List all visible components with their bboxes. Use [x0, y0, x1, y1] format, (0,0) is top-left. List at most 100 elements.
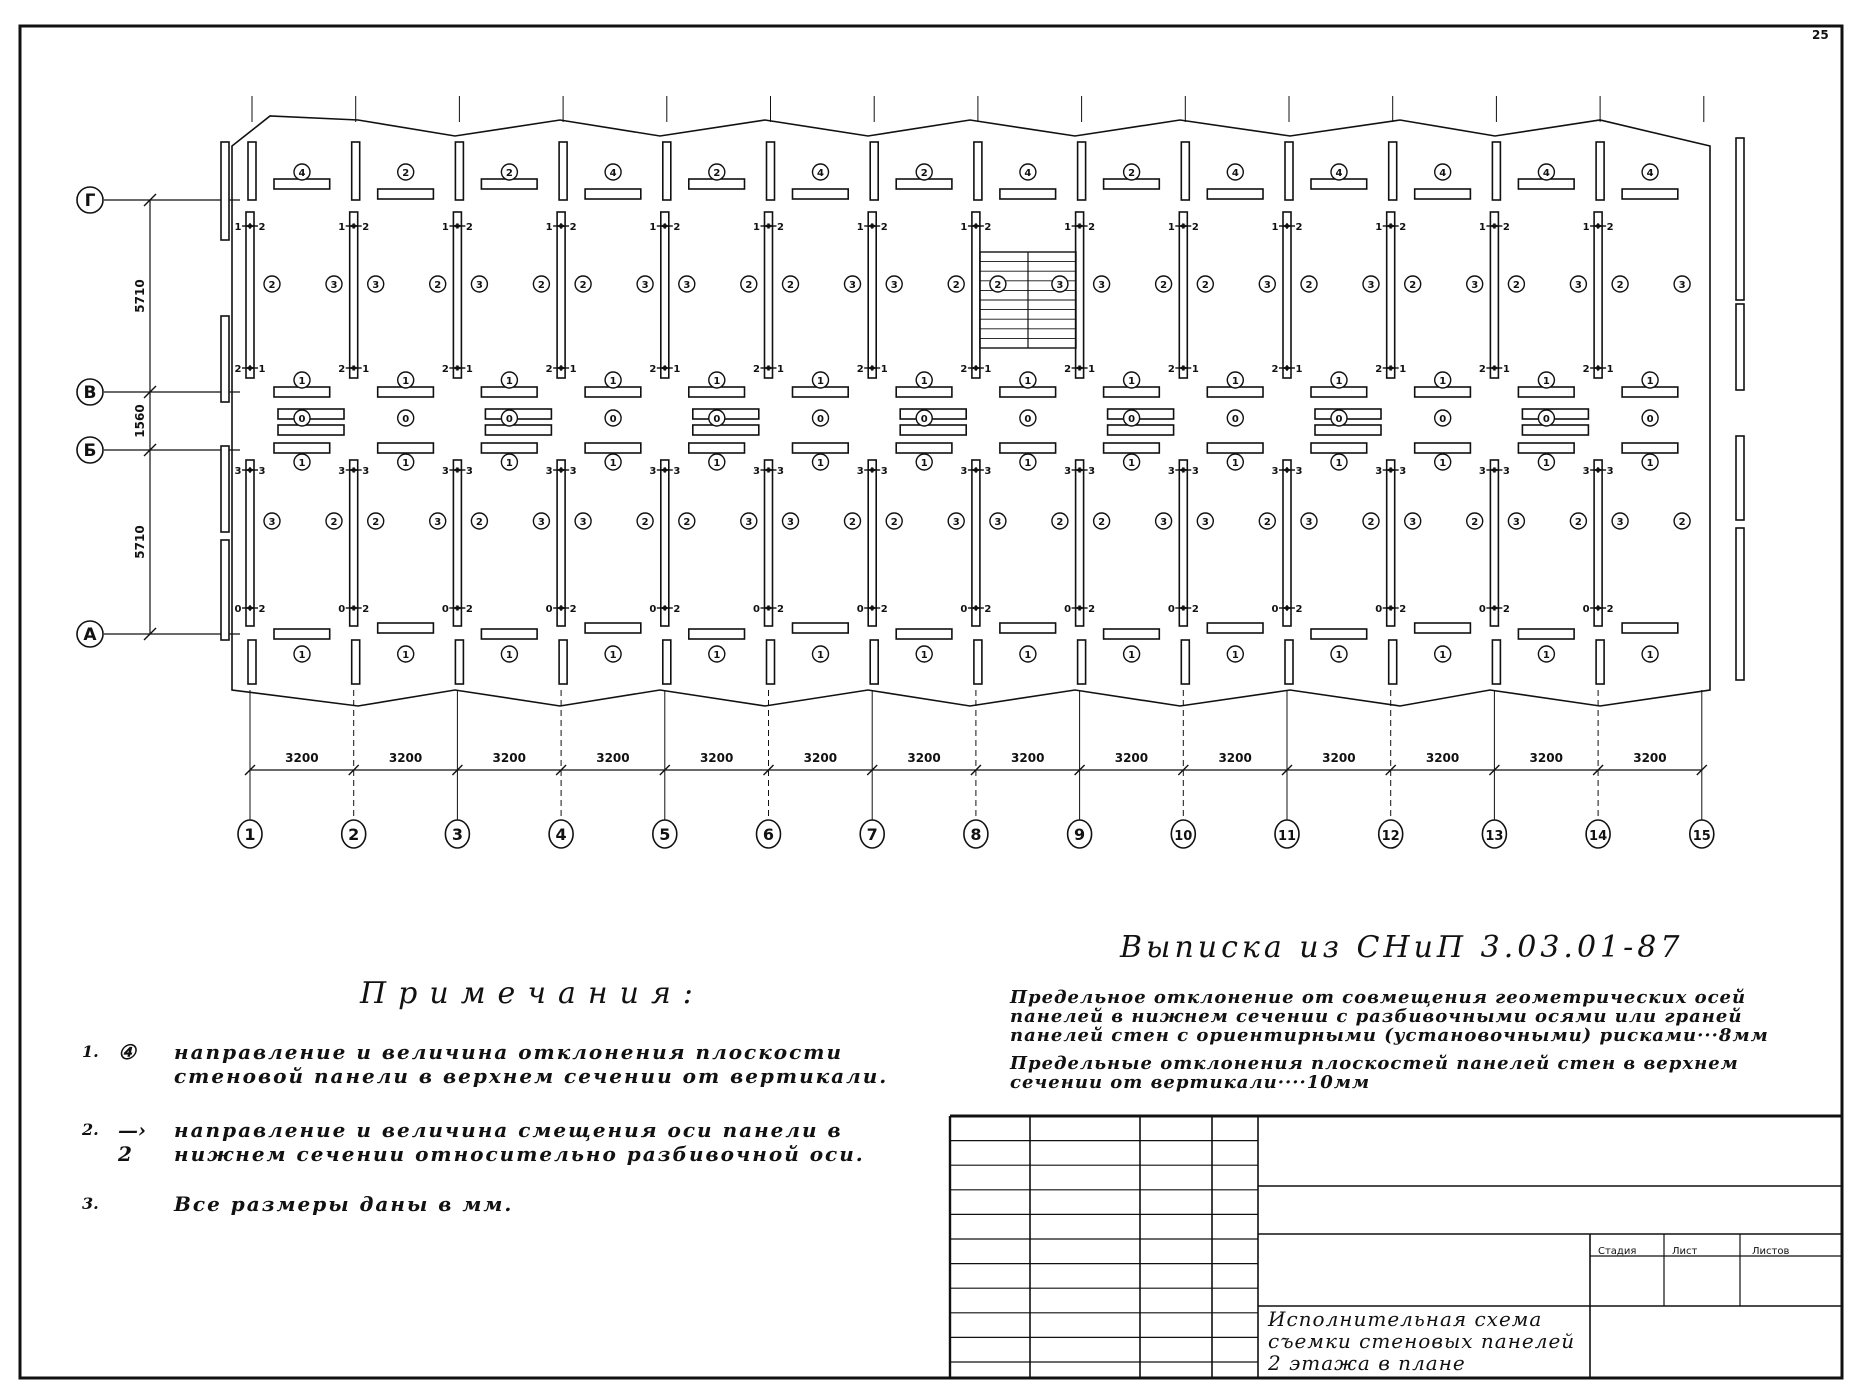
wall-panel-vertical	[1282, 459, 1292, 627]
deviation-circle-icon: 0	[1330, 409, 1348, 427]
deviation-circle-icon: 4	[1330, 163, 1348, 181]
deviation-circle-icon: 1	[1330, 645, 1348, 663]
offset-arrow-head	[1182, 223, 1188, 229]
wall-panel-vertical	[1282, 211, 1292, 379]
deviation-value: 2	[994, 280, 1001, 291]
wall-panel-vertical	[220, 141, 230, 241]
deviation-circle	[1226, 409, 1245, 427]
deviation-circle-icon: 3	[1507, 512, 1526, 530]
row-axis-label: Б	[84, 441, 97, 461]
offset-arrow-icon: 1	[656, 364, 680, 375]
deviation-circle-icon: 1	[915, 371, 933, 389]
offset-value: 0	[1064, 604, 1071, 615]
deviation-circle-icon: 1	[811, 371, 830, 389]
deviation-circle	[1019, 453, 1037, 471]
column-axis-label: 3	[452, 825, 463, 844]
offset-value: 2	[466, 222, 473, 233]
deviation-circle-icon: 2	[1507, 275, 1526, 293]
deviation-circle-icon: 3	[885, 275, 903, 293]
deviation-circle	[1537, 371, 1556, 389]
deviation-value: 0	[402, 414, 409, 425]
deviation-value: 2	[402, 168, 409, 179]
deviation-circle	[604, 645, 622, 663]
deviation-circle	[1019, 645, 1037, 663]
offset-arrow-head	[1182, 605, 1188, 611]
wall-panel-vertical	[1735, 137, 1745, 301]
deviation-circle-icon: 1	[708, 645, 726, 663]
deviation-value: 1	[402, 458, 409, 469]
offset-arrow-head	[663, 223, 669, 229]
deviation-value: 2	[745, 280, 752, 291]
deviation-value: 1	[713, 376, 720, 387]
offset-arrow-icon: 2	[656, 222, 680, 233]
deviation-value: 1	[299, 458, 306, 469]
offset-value: 2	[570, 604, 577, 615]
deviation-value: 2	[372, 517, 379, 528]
deviation-circle	[811, 163, 830, 181]
offset-arrow-head	[560, 223, 566, 229]
deviation-circle	[1051, 275, 1069, 293]
deviation-value: 4	[1024, 168, 1031, 179]
dimension-tick	[1696, 764, 1708, 776]
deviation-circle-icon: 1	[1330, 371, 1348, 389]
offset-arrow-head	[871, 467, 877, 473]
dimension-tick	[1074, 764, 1086, 776]
deviation-circle	[1154, 275, 1173, 293]
offset-arrow-icon: 1	[760, 364, 784, 375]
offset-arrow-icon: 2	[449, 222, 473, 233]
deviation-circle-icon: 2	[1673, 512, 1691, 530]
deviation-circle-icon: 2	[532, 275, 551, 293]
wall-panel-vertical	[1593, 211, 1603, 379]
deviation-value: 1	[713, 458, 720, 469]
wall-panel-vertical	[867, 211, 878, 379]
offset-arrow-icon: 3	[967, 466, 991, 477]
offset-arrow-head	[1597, 605, 1603, 611]
dimension-tick	[1592, 764, 1604, 776]
deviation-circle	[1226, 163, 1245, 181]
offset-arrow-icon: 2	[449, 604, 473, 615]
offset-value: 1	[857, 222, 864, 233]
offset-value: 2	[881, 222, 888, 233]
row-axis-label: Г	[85, 191, 96, 211]
offset-value: 3	[362, 466, 369, 477]
deviation-value: 3	[434, 517, 441, 528]
wall-panel-vertical	[1595, 141, 1605, 201]
offset-value: 2	[338, 364, 345, 375]
deviation-circle-icon: 1	[293, 645, 311, 663]
wall-panel-horizontal	[1310, 628, 1368, 640]
column-axis-label: 4	[556, 825, 567, 844]
deviation-circle-icon: 1	[915, 645, 933, 663]
offset-arrow-head	[871, 223, 877, 229]
offset-arrow-head	[249, 365, 254, 371]
wall-panel-horizontal	[999, 442, 1057, 454]
deviation-circle-icon: 4	[1433, 163, 1452, 181]
deviation-circle-icon: 3	[1403, 512, 1422, 530]
deviation-value: 1	[1024, 376, 1031, 387]
note-text: направление и величина смещения оси пане…	[174, 1118, 865, 1166]
offset-value: 3	[753, 466, 760, 477]
deviation-circle	[500, 409, 519, 427]
deviation-circle	[1641, 163, 1659, 181]
deviation-circle-icon: 3	[989, 512, 1007, 530]
deviation-circle-icon: 3	[1258, 275, 1277, 293]
wall-panel-horizontal	[895, 442, 953, 454]
wall-panel-vertical	[348, 211, 359, 379]
column-axis-label: 13	[1485, 829, 1503, 844]
row-dimension-label: 5710	[133, 525, 147, 558]
wall-panel-vertical	[1180, 141, 1191, 201]
column-axis-label: 7	[867, 825, 878, 844]
deviation-value: 1	[402, 376, 409, 387]
wall-panel-vertical	[1074, 459, 1085, 627]
deviation-circle-icon: 3	[1673, 275, 1691, 293]
dimension-tick	[1177, 764, 1189, 776]
offset-arrow-head	[871, 605, 877, 611]
deviation-circle-icon: 1	[500, 645, 519, 663]
notes-title: Примечания:	[360, 976, 705, 1011]
deviation-circle	[325, 275, 343, 293]
wall-panel-vertical	[452, 211, 463, 379]
offset-value: 2	[1192, 222, 1199, 233]
deviation-value: 1	[1128, 458, 1135, 469]
offset-value: 1	[338, 222, 345, 233]
deviation-circle-icon: 4	[811, 163, 830, 181]
deviation-value: 2	[642, 517, 649, 528]
